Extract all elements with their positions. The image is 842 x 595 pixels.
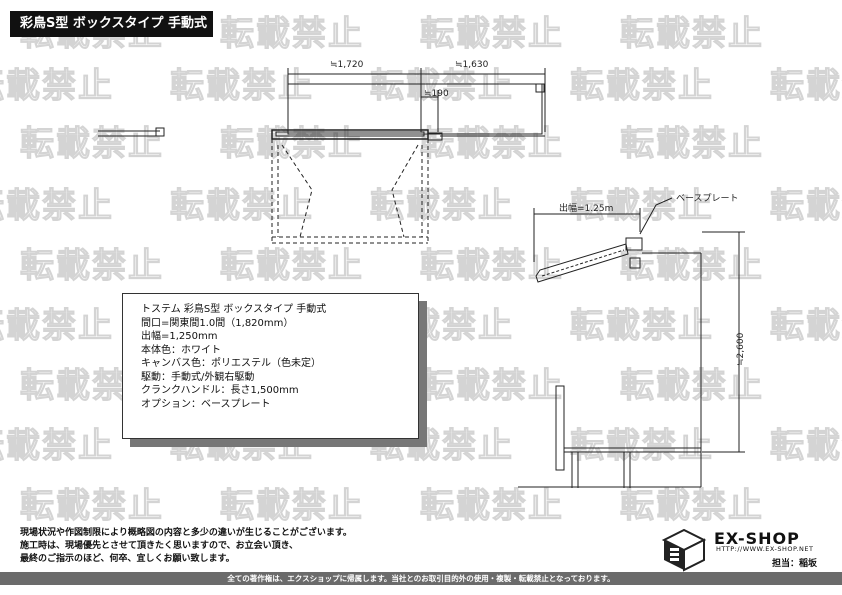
brand-name: EX-SHOP — [714, 529, 800, 548]
base-plate — [625, 237, 643, 251]
awning-arm — [535, 243, 629, 283]
base-plate-label: ベースプレート — [676, 193, 739, 204]
spec-line: トステム 彩鳥S型 ボックスタイプ 手動式 — [141, 304, 327, 315]
spec-line: 間口=関東間1.0間（1,820mm） — [141, 317, 294, 329]
dim-left-width: ≒1,720 — [330, 60, 364, 70]
note-line: 施工時は、現場優先とさせて頂きたく思いますので、お立会い頂き、 — [20, 541, 299, 551]
note-line: 最終のご指示のほど、何卒、宜しくお願い致します。 — [20, 554, 235, 564]
brand-url: HTTP://WWW.EX-SHOP.NET — [716, 545, 814, 553]
note-line: 現場状況や作図制限により概略図の内容と多少の違いが生じることがございます。 — [20, 528, 352, 538]
section-view — [518, 197, 745, 488]
spec-line: キャンバス色：ポリエステル（色未定） — [141, 358, 321, 369]
sash-post — [155, 127, 165, 137]
corner-post — [535, 83, 545, 93]
spec-line: クランクハンドル：長さ1,500mm — [141, 385, 299, 396]
awning-roller — [275, 131, 425, 137]
eave-outline — [287, 83, 543, 135]
staff-label: 担当：稲坂 — [772, 559, 818, 569]
spec-box: トステム 彩鳥S型 ボックスタイプ 手動式 間口=関東間1.0間（1,820mm… — [122, 293, 419, 439]
dim-projection: 出幅=1.25m — [559, 202, 613, 214]
dim-right-width: ≒1,630 — [455, 60, 489, 70]
spec-line: オプション：ベースプレート — [141, 398, 271, 410]
page-title: 彩鳥S型 ボックスタイプ 手動式 — [10, 11, 213, 37]
leader-line — [639, 197, 673, 235]
ex-shop-logo-icon — [661, 528, 707, 572]
bracket — [629, 257, 641, 269]
notes: 現場状況や作図制限により概略図の内容と多少の違いが生じることがございます。 施工… — [20, 527, 352, 566]
plan-view — [98, 68, 546, 244]
awning-canvas — [541, 249, 625, 277]
spec-line: 本体色：ホワイト — [141, 344, 221, 356]
dim-offset: ≒190 — [424, 89, 449, 99]
spec-line: 駆動：手動式/外観右駆動 — [141, 371, 255, 383]
spec-line: 出幅=1,250mm — [141, 331, 218, 342]
dim-height: ≒2,600 — [736, 332, 746, 366]
deck-post — [555, 385, 565, 471]
footer-copyright: 全ての著作権は、エクスショップに帰属します。当社とのお取引目的外の使用・複製・転… — [0, 572, 842, 585]
awning-extended — [271, 139, 429, 244]
